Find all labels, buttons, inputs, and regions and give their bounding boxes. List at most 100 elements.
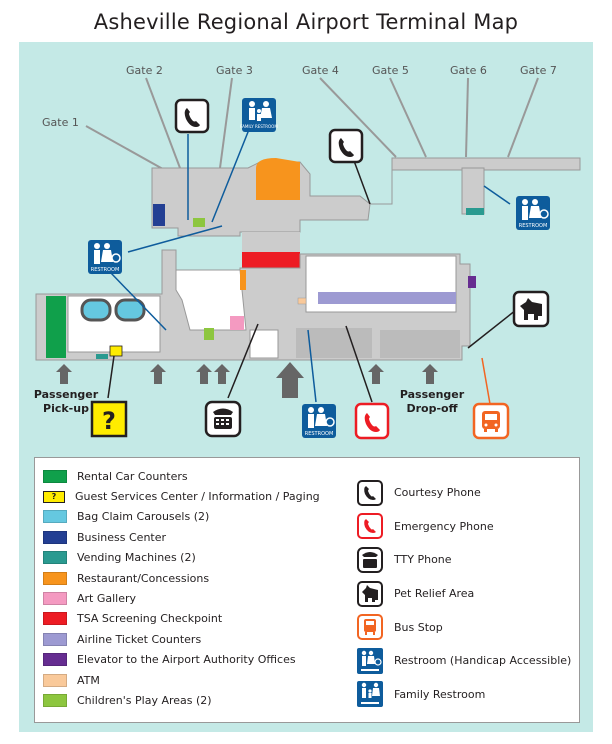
legend-item: ATM (43, 670, 320, 690)
legend-label: TSA Screening Checkpoint (77, 612, 223, 626)
connector (242, 232, 300, 252)
legend-item: Restaurant/Concessions (43, 568, 320, 588)
restroom-leader-1 (127, 225, 223, 253)
airline-ticket-counters (318, 292, 456, 304)
question-mark: ? (102, 407, 116, 435)
legend-icon-item: Bus Stop (356, 610, 571, 644)
legend-swatch (43, 469, 67, 483)
legend-item: Elevator to the Airport Authority Office… (43, 650, 320, 670)
map-canvas: Gate 1 Gate 2 Gate 3 Gate 4 Gate 5 Gate … (34, 64, 581, 440)
rental-car-counters (46, 296, 66, 358)
restaurant-concourse (256, 158, 300, 200)
legend-item: Rental Car Counters (43, 466, 320, 486)
legend-swatch (43, 530, 67, 544)
legend-swatch (43, 632, 67, 646)
pet-relief-icon (356, 580, 384, 608)
dropoff-area (380, 330, 460, 358)
passenger-dropoff-label-1: Passenger (400, 388, 465, 401)
legend-swatch (43, 693, 67, 707)
legend-swatch (43, 510, 67, 524)
restroom-leader-2 (109, 271, 167, 331)
arrow-2 (150, 364, 166, 384)
gate-4-line (319, 77, 397, 158)
gate-7-line (507, 77, 539, 158)
gate-3-line (219, 77, 233, 169)
restroom-icon-text: RESTROOM (91, 267, 120, 273)
emergency-phone-icon (356, 512, 384, 540)
gate-lines (85, 77, 539, 174)
gate-3-label: Gate 3 (216, 64, 253, 77)
arrow-4 (214, 364, 230, 384)
play-area-main (204, 328, 214, 340)
family-restroom-icon: FAMILY RESTROOM (240, 98, 278, 132)
legend-swatch (43, 592, 67, 606)
courtesy-phone-icon (328, 128, 364, 164)
legend-icon-label: Courtesy Phone (394, 486, 481, 500)
arrow-main (276, 362, 304, 398)
gate-5-label: Gate 5 (372, 64, 409, 77)
legend-icon-label: Bus Stop (394, 620, 443, 634)
guest-services-leader (107, 355, 115, 399)
legend-icon-label: Family Restroom (394, 687, 486, 701)
restroom-accessible-icon: RESTROOM (516, 196, 550, 230)
concourse-building (151, 157, 581, 237)
arrow-7 (422, 364, 438, 384)
gate-1-line (85, 125, 171, 174)
legend-item: Children's Play Areas (2) (43, 690, 320, 710)
tty-leader (227, 323, 259, 399)
restroom-accessible-icon (356, 647, 384, 675)
gate-7-label: Gate 7 (520, 64, 557, 77)
restroom-accessible-icon: RESTROOM (302, 404, 336, 438)
gate-6-label: Gate 6 (450, 64, 487, 77)
atm (297, 297, 307, 305)
arrow-1 (56, 364, 72, 384)
legend-swatch (43, 673, 67, 687)
emergency-phone-icon (354, 402, 390, 440)
legend-item: Airline Ticket Counters (43, 629, 320, 649)
legend-label: Rental Car Counters (77, 469, 188, 483)
pet-relief-icon (512, 290, 550, 328)
family-restroom-leader (211, 121, 253, 223)
gate-5-line (389, 77, 427, 158)
legend-icon-item: Family Restroom (356, 678, 571, 712)
family-restroom-icon-text: FAMILY RESTROOM (240, 124, 278, 129)
art-gallery (230, 316, 244, 330)
arrow-3 (196, 364, 212, 384)
legend-item: Art Gallery (43, 588, 320, 608)
legend-icon-item: Restroom (Handicap Accessible) (356, 644, 571, 678)
legend-label: Children's Play Areas (2) (77, 693, 212, 707)
business-center (153, 204, 165, 226)
legend-swatch (43, 653, 67, 667)
passenger-pickup-label-2: Pick-up (43, 402, 89, 415)
legend-swatch (43, 612, 67, 626)
bus-stop-icon (472, 402, 510, 440)
bus-stop-icon (356, 613, 384, 641)
family-restroom-icon (356, 680, 384, 708)
page-title: Asheville Regional Airport Terminal Map (93, 10, 519, 34)
gate-2-label: Gate 2 (126, 64, 163, 77)
legend-item: Bag Claim Carousels (2) (43, 507, 320, 527)
legend-swatch: ? (43, 490, 65, 503)
legend-swatch (43, 551, 67, 565)
legend-item: Business Center (43, 527, 320, 547)
legend-swatch (43, 571, 67, 585)
emergency-phone-leader (345, 325, 373, 403)
gate-6-line (465, 77, 469, 158)
leader-lines (107, 121, 517, 405)
play-area-concourse (193, 218, 205, 227)
restaurant-main (240, 270, 246, 290)
gate-4-label: Gate 4 (302, 64, 339, 77)
legend-icon-item: Pet Relief Area (356, 577, 571, 611)
legend-icon-label: Emergency Phone (394, 519, 494, 533)
legend-label: Bag Claim Carousels (2) (77, 510, 210, 524)
legend-item: TSA Screening Checkpoint (43, 609, 320, 629)
restroom-leader-4 (307, 329, 317, 403)
courtesy-phone-icon (356, 479, 384, 507)
elevator (468, 276, 476, 288)
legend-label: Vending Machines (2) (77, 551, 196, 565)
vending-concourse (466, 208, 484, 215)
restroom-leader-3 (483, 185, 511, 205)
tty-phone-icon (204, 400, 242, 438)
legend-label: ATM (77, 673, 100, 687)
